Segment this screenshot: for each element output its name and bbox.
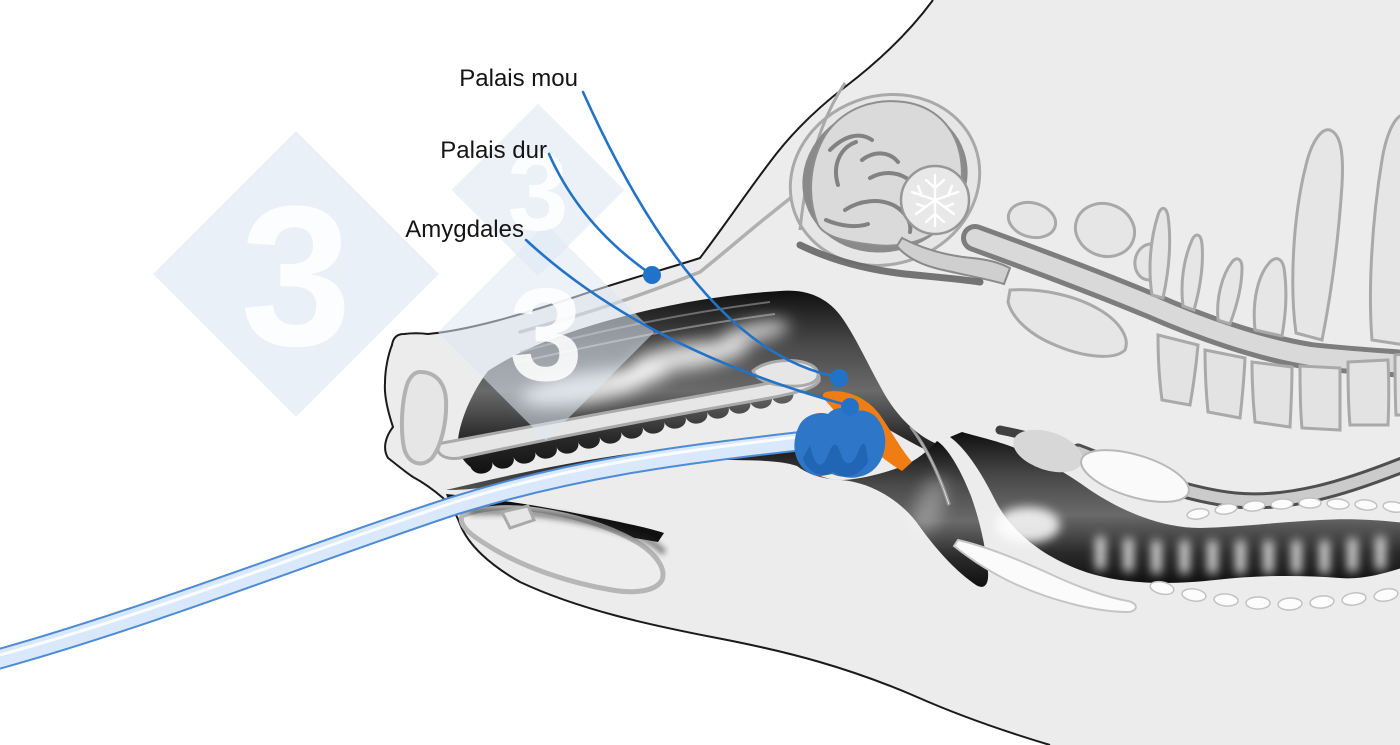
tracheal-ring-highlights	[996, 507, 1385, 574]
watermark-3-lower: 3	[509, 261, 582, 408]
leader-line-palais-mou	[581, 90, 840, 379]
marker-dot-amygdales	[841, 398, 859, 416]
swab-stick-highlight	[0, 435, 799, 657]
incisor-tooth	[499, 504, 537, 530]
leader-line-palais-dur	[547, 152, 654, 277]
cartilage-pebbles-lower	[1149, 580, 1399, 611]
marker-dot-palais-dur	[643, 266, 661, 284]
vertebral-bodies	[1156, 333, 1400, 432]
ventral-atlas-mass	[1006, 288, 1128, 358]
swab-tip-creases	[803, 443, 868, 477]
label-palais-dur: Palais dur	[440, 137, 547, 164]
spine	[961, 114, 1400, 432]
annotations: Palais mou Palais dur Amygdales	[405, 65, 859, 416]
brainstem	[895, 236, 1012, 286]
hard-palate-band	[435, 370, 821, 460]
label-amygdales: Amygdales	[405, 216, 524, 243]
oral-cavity	[446, 441, 989, 595]
marker-dot-palais-mou	[830, 369, 848, 387]
cartilage-pebbles-upper	[1186, 497, 1400, 520]
axis-bone	[1073, 202, 1137, 258]
cerebellum-arbor-vitae	[910, 173, 960, 228]
palate-structures	[399, 359, 821, 466]
skull-base-shadow	[796, 241, 984, 286]
cranium	[788, 82, 1012, 286]
mouth-dark	[446, 441, 989, 587]
watermark-3-large: 3	[240, 165, 351, 388]
atlas-bone	[1006, 200, 1058, 240]
leader-line-amygdales	[524, 238, 852, 408]
trachea-dark-band	[950, 432, 1400, 583]
watermark-diamond-medium	[451, 103, 625, 277]
hyoid-bone	[1080, 449, 1190, 503]
head-outline	[383, 0, 1051, 745]
larynx-island	[1013, 429, 1083, 473]
watermark-3-medium: 3	[507, 131, 568, 254]
epiglottis	[909, 426, 951, 507]
spinal-cord	[966, 229, 1400, 373]
laryngeal-cartilage	[952, 538, 1137, 614]
label-palais-mou: Palais mou	[459, 65, 578, 92]
watermark-diamond-large	[153, 131, 439, 417]
neck-structures	[950, 425, 1400, 614]
sampling-device	[0, 391, 951, 670]
nostril	[399, 369, 449, 466]
pharynx-sheen	[913, 476, 947, 534]
